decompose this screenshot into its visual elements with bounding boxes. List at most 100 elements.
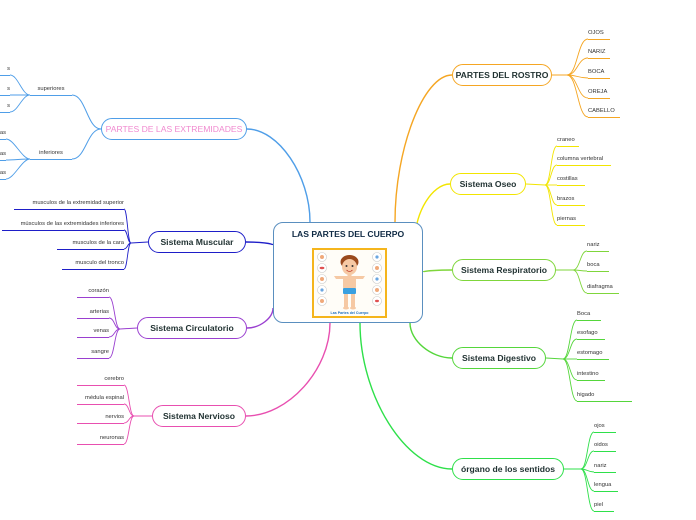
- central-topic-title: LAS PARTES DEL CUERPO: [291, 229, 405, 239]
- leaf-sentidos-3[interactable]: lengua: [594, 482, 618, 492]
- subtopic-1[interactable]: inferiores: [30, 150, 72, 160]
- topic-stem-muscular: [130, 241, 149, 244]
- leaf-connector-nervioso-1: [123, 403, 135, 417]
- leaf-nervioso-3[interactable]: neuronas: [77, 435, 124, 445]
- leaf-connector-circulatorio-1: [108, 317, 121, 330]
- leaf-connector-rostro-1: [566, 57, 589, 76]
- leaf-connector-nervioso-3: [123, 415, 135, 445]
- leaf-circulatorio-0[interactable]: corazón: [77, 288, 109, 298]
- branch-connector-extremidades: [246, 128, 311, 223]
- subtopic-0[interactable]: superiores: [30, 86, 72, 96]
- topic-oseo[interactable]: Sistema Oseo: [450, 173, 526, 195]
- leaf-connector-muscular-3: [123, 242, 132, 270]
- sub-leaf-0-0[interactable]: s: [0, 66, 10, 76]
- leaf-circulatorio-2[interactable]: venas: [77, 328, 109, 338]
- sub-leaf-1-0[interactable]: as: [0, 130, 6, 140]
- leaf-rostro-0[interactable]: OJOS: [588, 30, 610, 40]
- leaf-muscular-2[interactable]: musculos de la cara: [57, 240, 124, 250]
- leaf-digestivo-1[interactable]: esofago: [577, 330, 605, 340]
- topic-stem-oseo: [525, 183, 546, 186]
- leaf-connector-oseo-4: [544, 184, 558, 226]
- leaf-oseo-2[interactable]: costillas: [557, 176, 585, 186]
- leaf-digestivo-3[interactable]: intestino: [577, 371, 605, 381]
- sub-leaf-connector-1-1: [5, 158, 31, 161]
- leaf-muscular-3[interactable]: musculo del tronco: [62, 260, 124, 270]
- leaf-digestivo-4[interactable]: higado: [577, 392, 632, 402]
- sub-leaf-connector-1-0: [5, 138, 31, 160]
- leaf-muscular-0[interactable]: musculos de la extremidad superior: [14, 200, 124, 210]
- leaf-connector-oseo-3: [544, 184, 558, 206]
- leaf-rostro-4[interactable]: CABELLO: [588, 108, 620, 118]
- leaf-nervioso-1[interactable]: médula espinal: [77, 395, 124, 405]
- topic-muscular[interactable]: Sistema Muscular: [148, 231, 246, 253]
- leaf-connector-digestivo-1: [562, 338, 578, 360]
- leaf-rostro-1[interactable]: NARIZ: [588, 49, 610, 59]
- leaf-connector-circulatorio-0: [108, 296, 121, 330]
- leaf-oseo-3[interactable]: brazos: [557, 196, 585, 206]
- leaf-connector-oseo-0: [544, 145, 558, 186]
- leaf-connector-nervioso-0: [123, 384, 135, 417]
- leaf-respiratorio-0[interactable]: nariz: [587, 242, 609, 252]
- leaf-nervioso-0[interactable]: cerebro: [77, 376, 124, 386]
- leaf-oseo-0[interactable]: craneo: [557, 137, 579, 147]
- topic-nervioso[interactable]: Sistema Nervioso: [152, 405, 246, 427]
- topic-rostro[interactable]: PARTES DEL ROSTRO: [452, 64, 552, 86]
- sub-connector-1: [71, 128, 102, 160]
- leaf-sentidos-1[interactable]: oidos: [594, 442, 616, 452]
- leaf-digestivo-2[interactable]: estomago: [577, 350, 609, 360]
- leaf-nervioso-2[interactable]: nervios: [77, 414, 124, 424]
- leaf-connector-circulatorio-3: [108, 328, 121, 359]
- leaf-rostro-2[interactable]: BOCA: [588, 69, 610, 79]
- topic-sentidos[interactable]: órgano de los sentidos: [452, 458, 564, 480]
- leaf-connector-oseo-1: [544, 164, 558, 186]
- sub-leaf-connector-1-2: [5, 158, 31, 180]
- topic-respiratorio[interactable]: Sistema Respiratorio: [452, 259, 556, 281]
- leaf-muscular-1[interactable]: músculos de las extremidades inferiores: [2, 221, 124, 231]
- sub-leaf-0-1[interactable]: s: [0, 86, 10, 96]
- leaf-connector-digestivo-3: [562, 358, 578, 381]
- sub-leaf-1-2[interactable]: as: [0, 170, 6, 180]
- leaf-connector-respiratorio-0: [572, 250, 588, 271]
- branch-connector-respiratorio: [422, 269, 453, 273]
- leaf-sentidos-2[interactable]: nariz: [594, 463, 616, 473]
- branch-connector-digestivo: [409, 322, 453, 359]
- leaf-digestivo-0[interactable]: Boca: [577, 311, 601, 321]
- leaf-oseo-1[interactable]: columna vertebral: [557, 156, 611, 166]
- leaf-circulatorio-1[interactable]: arterias: [77, 309, 109, 319]
- sub-leaf-0-2[interactable]: s: [0, 103, 10, 113]
- svg-text:Las Partes del Cuerpo: Las Partes del Cuerpo: [331, 311, 370, 315]
- branch-connector-muscular: [245, 241, 274, 246]
- leaf-connector-muscular-1: [123, 229, 132, 244]
- branch-connector-sentidos: [359, 322, 453, 470]
- leaf-oseo-4[interactable]: piernas: [557, 216, 585, 226]
- leaf-connector-rostro-4: [566, 74, 589, 118]
- leaf-circulatorio-3[interactable]: sangre: [77, 349, 109, 359]
- leaf-rostro-3[interactable]: OREJA: [588, 89, 610, 99]
- leaf-connector-sentidos-4: [580, 468, 595, 512]
- leaf-connector-respiratorio-2: [572, 269, 588, 294]
- sub-leaf-connector-0-2: [9, 94, 31, 113]
- leaf-sentidos-4[interactable]: piel: [594, 502, 614, 512]
- leaf-sentidos-0[interactable]: ojos: [594, 423, 616, 433]
- topic-stem-digestivo: [545, 357, 564, 360]
- leaf-connector-sentidos-1: [580, 450, 595, 470]
- topic-extremidades[interactable]: PARTES DE LAS EXTREMIDADES: [101, 118, 247, 140]
- leaf-respiratorio-1[interactable]: boca: [587, 262, 609, 272]
- leaf-respiratorio-2[interactable]: diafragma: [587, 284, 619, 294]
- boy-illustration-icon: Las Partes del Cuerpo: [317, 252, 382, 315]
- branch-connector-nervioso: [245, 322, 331, 417]
- topic-digestivo[interactable]: Sistema Digestivo: [452, 347, 546, 369]
- branch-connector-rostro: [394, 74, 453, 223]
- leaf-connector-muscular-0: [123, 208, 132, 244]
- central-topic[interactable]: LAS PARTES DEL CUERPO: [273, 222, 423, 323]
- branch-connector-circulatorio: [246, 307, 274, 329]
- leaf-connector-sentidos-0: [580, 431, 595, 470]
- topic-circulatorio[interactable]: Sistema Circulatorio: [137, 317, 247, 339]
- leaf-connector-rostro-0: [566, 38, 589, 76]
- sub-leaf-1-1[interactable]: as: [0, 151, 6, 161]
- leaf-connector-digestivo-4: [562, 358, 578, 402]
- body-parts-illustration: Las Partes del Cuerpo: [312, 248, 387, 318]
- topic-stem-circulatorio: [119, 327, 138, 330]
- sub-connector-0: [71, 94, 102, 130]
